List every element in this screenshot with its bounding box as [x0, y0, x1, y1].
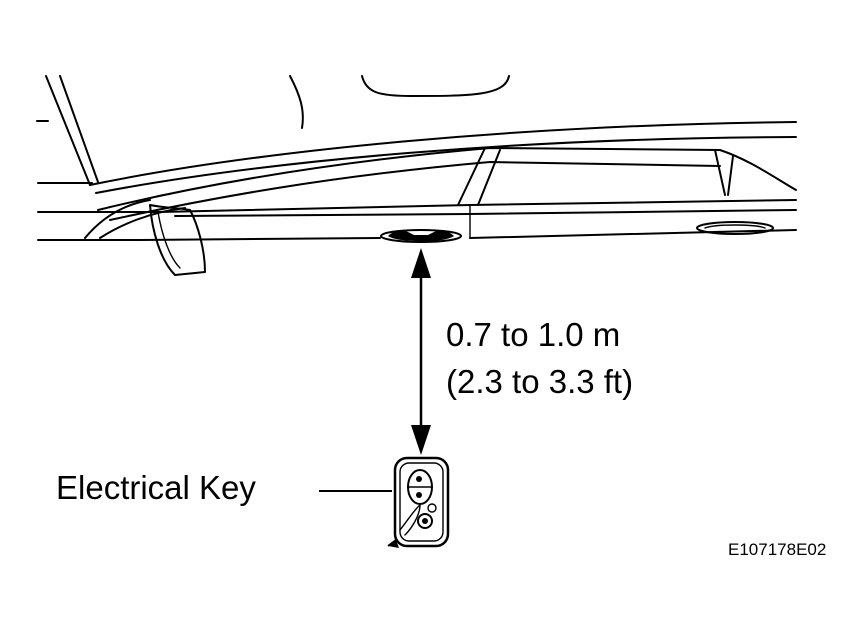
figure-code: E107178E02: [728, 540, 826, 559]
distance-imperial-label: (2.3 to 3.3 ft): [446, 363, 633, 400]
distance-double-arrow: [411, 248, 431, 455]
vehicle-side-illustration: [36, 75, 797, 276]
electrical-key-icon: [387, 456, 450, 548]
distance-metric-label: 0.7 to 1.0 m: [446, 316, 620, 353]
electrical-key-label: Electrical Key: [56, 469, 256, 506]
